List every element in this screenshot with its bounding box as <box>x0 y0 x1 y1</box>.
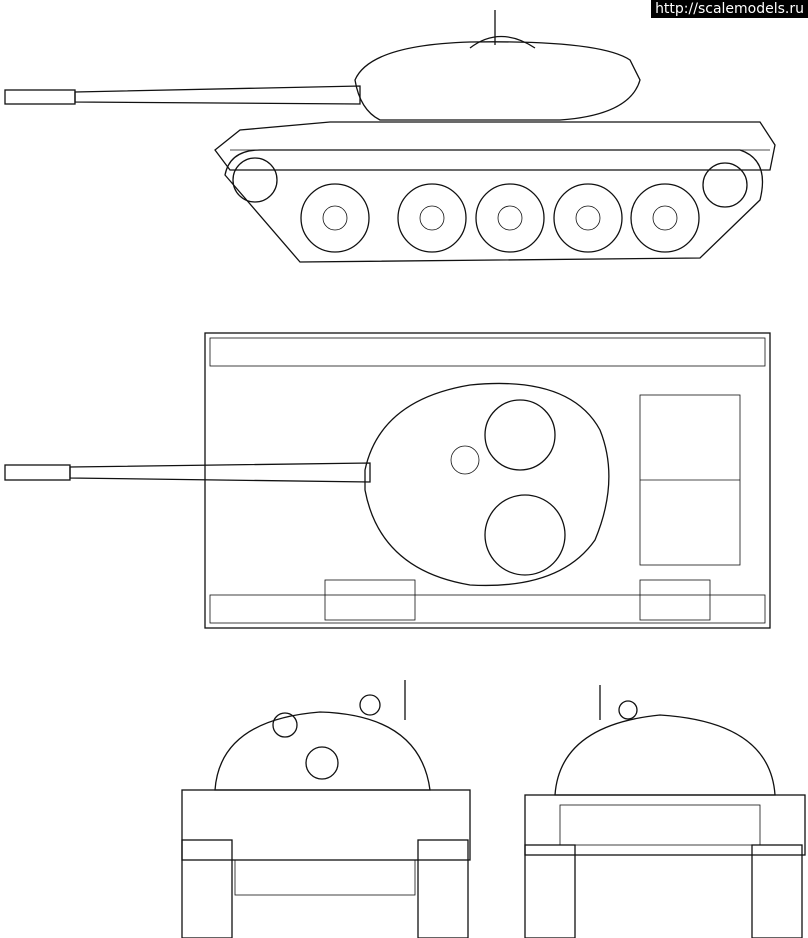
top-view <box>4 332 771 629</box>
rear-turret <box>554 714 776 796</box>
track-left-rear <box>524 844 576 938</box>
road-wheels <box>300 183 700 253</box>
drive-sprocket <box>232 157 278 203</box>
watermark: http://scalemodels.ru <box>651 0 808 18</box>
gun-barrel-top <box>69 462 371 483</box>
rear-view <box>524 685 806 938</box>
fender-right <box>209 594 766 624</box>
front-view <box>181 680 471 938</box>
commander-cupola <box>484 494 566 576</box>
hull-top <box>204 332 771 629</box>
front-hull <box>181 789 471 861</box>
cupola <box>469 35 536 49</box>
track-left-front <box>181 839 233 938</box>
loader-hatch <box>484 399 556 471</box>
hull <box>214 121 776 171</box>
turret-top <box>364 382 610 587</box>
front-turret <box>214 711 431 791</box>
track-right-rear <box>751 844 803 938</box>
gun-barrel <box>74 85 361 105</box>
gun-mantlet-front <box>305 746 339 780</box>
turret <box>354 41 641 121</box>
gun-muzzle-top <box>4 464 71 481</box>
side-view <box>4 10 776 263</box>
track <box>224 149 764 263</box>
track-right-front <box>417 839 469 938</box>
gun-muzzle <box>4 89 76 105</box>
fender-left <box>209 337 766 367</box>
idler-wheel <box>702 162 748 208</box>
rear-hull <box>524 794 806 856</box>
